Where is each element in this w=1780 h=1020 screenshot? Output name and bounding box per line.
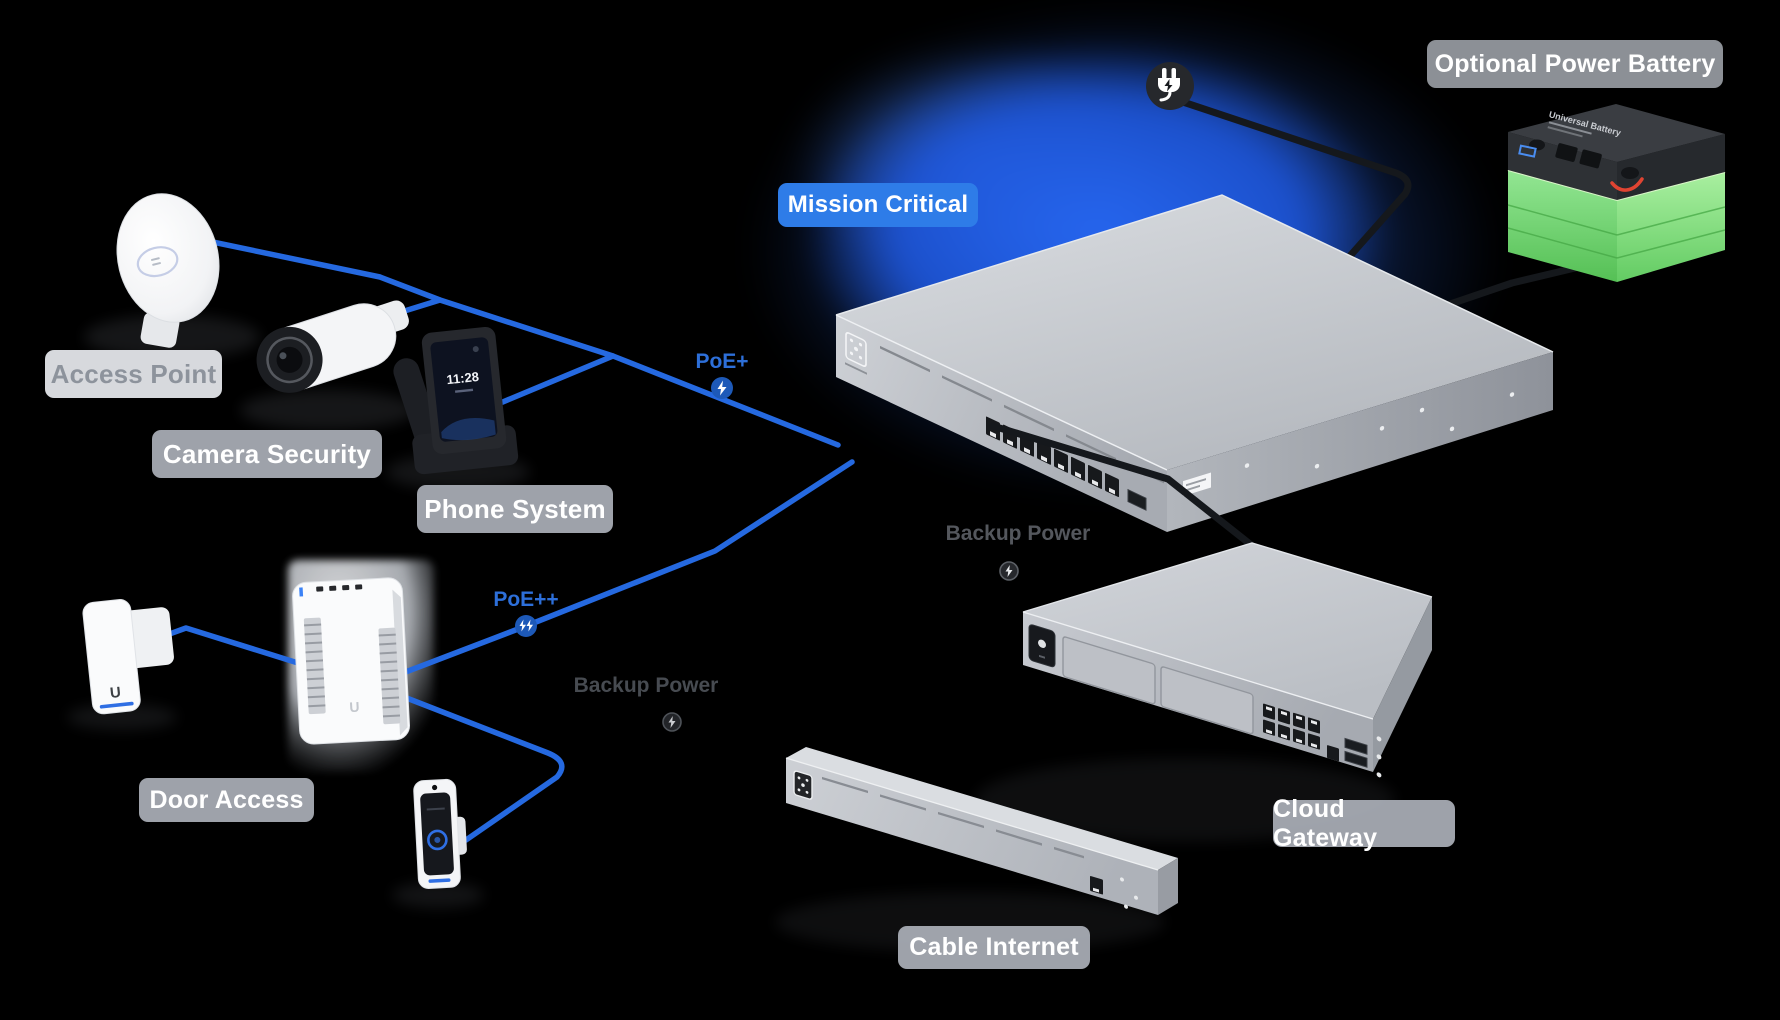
backup-power-bolt-icon-dim	[662, 712, 682, 737]
mission-critical-switch-device	[835, 194, 1554, 532]
camera-security-label: Camera Security	[152, 430, 382, 478]
door-reader-device	[413, 778, 467, 889]
double-lightning-bolt-icon	[514, 614, 538, 643]
cable-internet-front-panel	[793, 770, 1138, 909]
phone-cable	[495, 353, 616, 407]
backup-power-cable	[989, 422, 1264, 556]
svg-text:U: U	[349, 699, 360, 716]
door-hub-poe-cable	[400, 459, 855, 676]
cable-internet-device	[785, 747, 1178, 915]
backup-power-switch-label: Backup Power	[945, 522, 1091, 545]
door-reader-cable	[401, 694, 565, 843]
svg-text:U: U	[109, 684, 122, 702]
gateway-drive-bay-1	[1062, 636, 1156, 705]
optional-battery-device: Universal Battery	[1507, 104, 1726, 282]
security-camera-device	[256, 300, 409, 393]
phone-system-label: Phone System	[417, 485, 613, 533]
optional-power-battery-label: Optional Power Battery	[1427, 40, 1723, 88]
gateway-sfp-port-2	[1344, 750, 1368, 768]
phone-clock-text: 11:28	[446, 369, 480, 387]
gateway-sfp-port-1	[1344, 737, 1368, 755]
door-hub-terminal-strips	[303, 617, 401, 725]
mission-critical-badge: Mission Critical	[778, 183, 978, 227]
cloud-gateway-label: Cloud Gateway	[1273, 795, 1455, 852]
gateway-drive-bay-2	[1160, 666, 1254, 735]
cloud-gateway-device	[1022, 542, 1433, 778]
switch-sfp-port	[1127, 488, 1147, 511]
ac-plug-cable	[1179, 98, 1412, 260]
poe-plus-plus-label: PoE++	[493, 588, 559, 611]
switch-sticker	[1183, 472, 1211, 497]
backup-power-bolt-icon	[999, 561, 1019, 586]
door-sensor-device: U	[82, 599, 174, 715]
gateway-front-panel	[1028, 624, 1382, 778]
lightning-bolt-icon	[710, 376, 734, 405]
cable-internet-label: Cable Internet	[898, 926, 1090, 969]
door-hub-device: U	[292, 577, 411, 745]
gateway-wan-port	[1327, 745, 1339, 762]
power-plug-icon	[1146, 62, 1194, 115]
backup-power-gateway-label: Backup Power	[573, 674, 719, 697]
switch-right-panel	[1183, 392, 1515, 497]
poe-plus-label: PoE+	[695, 350, 749, 373]
gateway-rj45-ports	[1263, 703, 1320, 750]
door-access-label: Door Access	[139, 778, 314, 822]
access-point-device	[116, 193, 220, 348]
phone-device: 11:28	[393, 326, 519, 475]
access-point-label: Access Point	[45, 350, 222, 398]
